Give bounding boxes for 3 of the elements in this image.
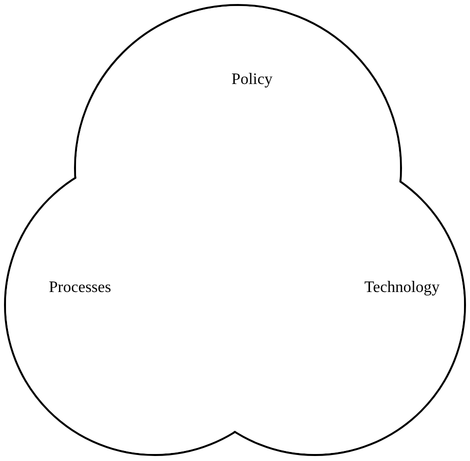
lobe-label: Technology <box>364 279 440 297</box>
lobe-label: Processes <box>48 279 112 297</box>
lobe-label: Policy <box>232 71 272 89</box>
